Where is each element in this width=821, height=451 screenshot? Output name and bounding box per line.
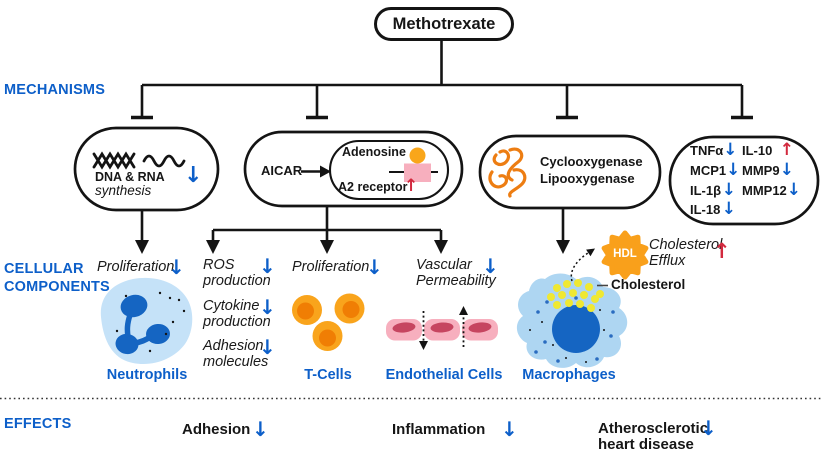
cytokine-row-mmp12: MMP12 ↓ xyxy=(742,182,801,199)
down-arrow-icon: ↓ xyxy=(726,160,741,180)
neutrophil-graphic xyxy=(100,277,193,365)
cytokine-label: IL-10 xyxy=(742,143,773,158)
cytokine-row-il1b: IL-1β ↓ xyxy=(690,182,736,199)
down-arrow-icon: ↓ xyxy=(501,417,518,441)
adhesion-line2: molecules xyxy=(203,353,269,370)
section-label-effects: EFFECTS xyxy=(4,416,72,432)
a2-receptor-label: A2 receptor xyxy=(338,180,408,194)
permeability-arrows xyxy=(419,306,468,350)
branch-arrows xyxy=(140,206,565,241)
cytokine-label: MCP1 xyxy=(690,163,727,178)
enzyme-squiggle-icon xyxy=(488,147,527,198)
branch-arrowheads xyxy=(135,240,570,254)
athero-line2: heart disease xyxy=(598,435,694,451)
down-arrow-icon: ↓ xyxy=(721,180,736,200)
down-arrow-icon: ↓ xyxy=(723,140,738,160)
dna-rna-sub-label: synthesis xyxy=(95,183,152,198)
down-arrow-icon: ↓ xyxy=(786,180,802,200)
ros-line1: ROS xyxy=(203,257,235,273)
efflux-line2: Efflux xyxy=(649,252,686,269)
down-arrow-icon: ↓ xyxy=(259,254,276,278)
proliferation-tcells-label: Proliferation xyxy=(292,259,370,275)
up-arrow-icon: ↑ xyxy=(404,176,419,196)
cytokine-label: TNFα xyxy=(690,143,724,158)
down-arrow-icon: ↓ xyxy=(259,335,276,359)
hdl-label: HDL xyxy=(613,248,637,260)
adhesion-line1: Adhesion xyxy=(203,338,264,354)
section-label-cellular: CELLULAR COMPONENTS xyxy=(4,261,110,296)
cytokine-row-tnfa: TNFα ↓ xyxy=(690,140,738,160)
ros-line2: production xyxy=(203,272,271,289)
vascular-line2: Permeability xyxy=(416,272,496,289)
proliferation-neutrophils-label: Proliferation xyxy=(97,259,175,275)
macrophage-nucleus xyxy=(552,305,600,353)
cholesterol-efflux-label: Cholesterol Efflux xyxy=(649,237,723,269)
efflux-dotted-arrow xyxy=(570,248,595,282)
cytokine-label: MMP12 xyxy=(742,183,787,198)
cytokine-row-mcp1: MCP1 ↓ xyxy=(690,162,740,179)
vascular-permeability-label: Vascular Permeability xyxy=(416,257,496,289)
cytokine-row-il18: IL-18 ↓ xyxy=(690,201,736,218)
effect-adhesion-label: Adhesion xyxy=(182,421,251,438)
oval-cytokines xyxy=(668,135,820,226)
cytokine-production-label: Cytokine production xyxy=(203,298,271,330)
cytokine-row-mmp9: MMP9 ↓ xyxy=(742,162,794,179)
dna-rna-label: DNA & RNA xyxy=(95,170,165,184)
down-arrow-icon: ↓ xyxy=(252,417,269,441)
efflux-line1: Cholesterol xyxy=(649,237,723,253)
athero-line1: Atherosclerotic xyxy=(598,420,709,437)
section-label-cellular-line1: CELLULAR xyxy=(4,261,84,277)
cytokine-line1: Cytokine xyxy=(203,298,260,314)
methotrexate-title: Methotrexate xyxy=(374,7,514,41)
endothelial-graphic xyxy=(386,306,498,350)
up-arrow-icon: ↑ xyxy=(713,239,731,263)
down-arrow-icon: ↓ xyxy=(259,295,276,319)
rna-icon xyxy=(142,154,186,168)
hdl-icon xyxy=(601,230,649,280)
cholesterol-dots xyxy=(547,279,604,312)
dna-icon xyxy=(92,151,136,170)
cyclooxygenase-label: Cyclooxygenase xyxy=(540,154,643,169)
cytokine-row-il10: IL-10 ↑ xyxy=(742,142,794,159)
macrophage-graphic xyxy=(516,273,628,368)
vascular-line1: Vascular xyxy=(416,257,472,273)
neutrophils-label: Neutrophils xyxy=(106,367,188,383)
tcells-label: T-Cells xyxy=(304,367,352,383)
oval-enzymes xyxy=(478,134,662,210)
adenosine-label: Adenosine xyxy=(342,145,406,159)
down-arrow-icon: ↓ xyxy=(366,255,383,279)
macrophages-label: Macrophages xyxy=(522,367,616,383)
cytokine-line2: production xyxy=(203,313,271,330)
down-arrow-icon: ↓ xyxy=(779,160,794,180)
lipooxygenase-label: Lipooxygenase xyxy=(540,171,635,186)
adenosine-ball-icon xyxy=(409,147,426,164)
a2-receptor-icon xyxy=(389,147,438,182)
down-arrow-icon: ↓ xyxy=(482,254,499,278)
cytokine-label: IL-18 xyxy=(690,202,721,217)
adhesion-molecules-label: Adhesion molecules xyxy=(203,338,269,370)
aicar-label: AICAR xyxy=(261,163,303,178)
aicar-arrow-icon xyxy=(301,165,331,178)
section-label-cellular-line2: COMPONENTS xyxy=(4,278,110,295)
effect-inflammation-label: Inflammation xyxy=(392,421,486,438)
cytokine-label: IL-1β xyxy=(690,183,722,198)
effect-atherosclerosis-label: Atherosclerotic heart disease xyxy=(598,421,708,451)
cytokine-label: MMP9 xyxy=(742,163,780,178)
ros-production-label: ROS production xyxy=(203,257,271,289)
down-arrow-icon: ↓ xyxy=(721,199,736,219)
down-arrow-icon: ↓ xyxy=(700,416,717,440)
down-arrow-icon: ↓ xyxy=(184,163,203,188)
oval-dna-rna xyxy=(73,126,220,212)
up-arrow-icon: ↑ xyxy=(779,140,794,160)
down-arrow-icon: ↓ xyxy=(168,255,185,279)
tcell-graphic xyxy=(292,293,365,351)
endothelial-label: Endothelial Cells xyxy=(385,367,503,383)
methotrexate-tree-connector xyxy=(131,36,753,120)
cholesterol-label: Cholesterol xyxy=(611,277,686,292)
section-label-mechanisms: MECHANISMS xyxy=(4,82,106,98)
